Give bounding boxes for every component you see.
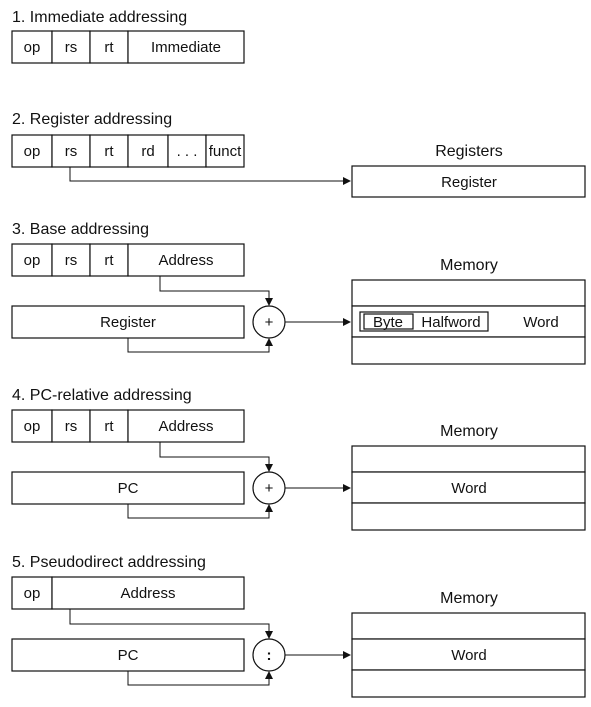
arrow-register-to-adder [127,338,273,353]
section-immediate-addressing: 1. Immediate addressing op rs rt Immedia… [11,9,245,64]
concat-operator: : [267,647,272,664]
field-op-box [11,243,53,277]
section-title: 4. PC-relative addressing [12,387,192,404]
register-cell-box [351,165,586,198]
arrow-pc-to-adder [127,504,273,519]
field-address: Address [158,418,213,435]
field-op: op [24,143,41,160]
field-rd: rd [141,143,154,160]
field-address-box [127,409,245,443]
field-rt: rt [104,252,114,269]
byte-label: Byte [373,314,403,331]
field-rs-box [51,409,91,443]
section-register-addressing: 2. Register addressing op rs rt rd . . .… [11,111,586,198]
field-rs-box [51,30,91,64]
field-immediate-box [127,30,245,64]
field-op-box [11,409,53,443]
field-address: Address [120,585,175,602]
arrow-address-to-adder [159,276,273,306]
field-rs: rs [65,39,78,56]
memory-row-above [351,612,586,640]
field-rt: rt [104,418,114,435]
field-ellipsis: . . . [177,143,198,160]
word-label: Word [523,314,559,331]
field-address-box [51,576,245,610]
memory-label: Memory [440,423,498,440]
field-op: op [24,585,41,602]
arrow-pc-to-concat [127,671,273,686]
memory-row-above [351,279,586,307]
field-rt: rt [104,39,114,56]
memory-row-below [351,669,586,698]
field-op: op [24,418,41,435]
instruction-format: op Address [11,576,245,610]
field-funct: funct [209,143,242,160]
instruction-format: op rs rt Address [11,243,245,277]
section-title: 2. Register addressing [12,111,172,128]
field-rt-box [89,134,129,168]
field-address-box [127,243,245,277]
field-op-box [11,134,53,168]
byte-box [363,313,414,330]
field-rs: rs [65,418,78,435]
arrow-address-to-concat [69,609,273,639]
memory-block: Word [351,612,586,698]
halfword-label: Halfword [421,314,480,331]
section-title: 3. Base addressing [12,221,149,238]
field-rd-box [127,134,169,168]
field-op: op [24,252,41,269]
section-title: 1. Immediate addressing [12,9,187,26]
memory-row-below [351,502,586,531]
field-rs: rs [65,143,78,160]
pc-source-label: PC [118,647,139,664]
field-address: Address [158,252,213,269]
pc-source-box [11,638,245,672]
register-source-box [11,305,245,339]
field-funct-box [205,134,245,168]
section-pc-relative-addressing: 4. PC-relative addressing op rs rt Addre… [11,387,586,531]
adder-operator: + [265,480,274,497]
section-title: 5. Pseudodirect addressing [12,554,206,571]
instruction-format: op rs rt rd . . . funct [11,134,245,168]
field-rt-box [89,409,129,443]
field-op-box [11,30,53,64]
memory-block: Byte Halfword Word [351,279,586,365]
instruction-format: op rs rt Address [11,409,245,443]
word-label: Word [451,647,487,664]
arrow-address-to-adder [159,442,273,472]
adder-operator: + [265,314,274,331]
field-op: op [24,39,41,56]
field-op-box [11,576,53,610]
memory-row-word [351,638,586,671]
field-rs-box [51,243,91,277]
field-rt-box [89,30,129,64]
arrow-rs-to-register [69,167,351,185]
field-rs: rs [65,252,78,269]
registers-label: Registers [435,143,503,160]
memory-row-below [351,336,586,365]
field-rs-box [51,134,91,168]
section-base-addressing: 3. Base addressing op rs rt Address Regi… [11,221,586,365]
section-pseudodirect-addressing: 5. Pseudodirect addressing op Address PC… [11,554,586,698]
instruction-format: op rs rt Immediate [11,30,245,64]
memory-row-above [351,445,586,473]
word-label: Word [451,480,487,497]
field-rt: rt [104,143,114,160]
pc-source-box [11,471,245,505]
memory-block: Word [351,445,586,531]
field-ellipsis-box [167,134,207,168]
memory-row-word [351,471,586,504]
register-cell-label: Register [441,174,497,191]
memory-label: Memory [440,257,498,274]
memory-label: Memory [440,590,498,607]
pc-source-label: PC [118,480,139,497]
field-immediate: Immediate [151,39,221,56]
field-rt-box [89,243,129,277]
register-source-label: Register [100,314,156,331]
